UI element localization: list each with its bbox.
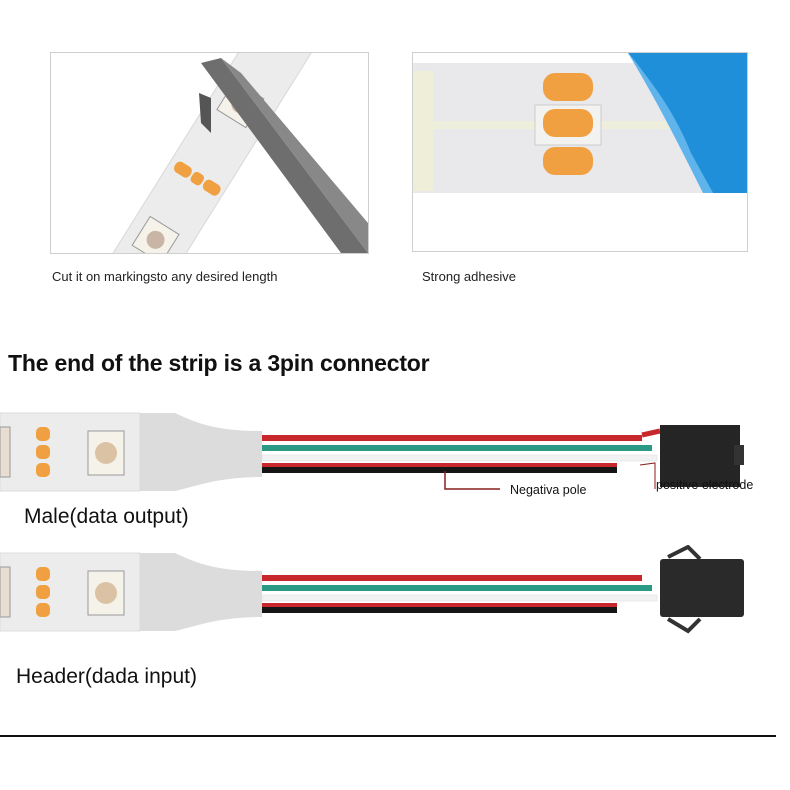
cut-caption: Cut it on markingsto any desired length [52, 269, 278, 284]
male-connector-illustration [0, 412, 744, 492]
adhesive-photo [412, 52, 748, 252]
adhesive-illustration [413, 53, 747, 193]
scissors-strip-illustration [68, 53, 368, 253]
male-connector-title: Male(data output) [24, 505, 189, 528]
section-heading: The end of the strip is a 3pin connector [8, 350, 430, 376]
header-connector-title: Header(dada input) [16, 665, 197, 688]
negative-pole-label: Negativa pole [510, 483, 587, 497]
bottom-divider [0, 735, 776, 737]
header-connector-illustration [0, 545, 744, 634]
adhesive-caption: Strong adhesive [422, 269, 516, 284]
cut-strip-photo [50, 52, 369, 254]
positive-electrode-label: positive electrode [656, 478, 754, 492]
